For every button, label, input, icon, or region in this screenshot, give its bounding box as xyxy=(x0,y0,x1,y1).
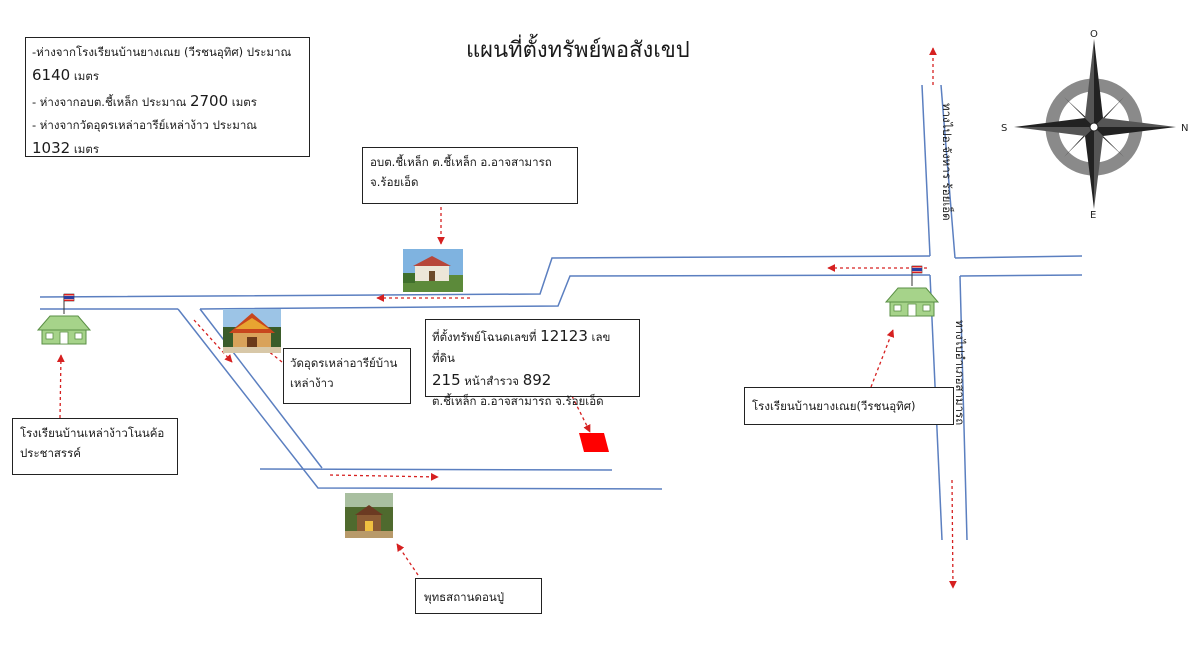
compass-label-s: S xyxy=(1001,123,1007,134)
diagonal-road-left xyxy=(177,308,663,490)
pointer-property xyxy=(571,395,591,433)
south-road-right xyxy=(959,275,968,541)
obt-label-line2: จ.ร้อยเอ็ด xyxy=(370,175,419,190)
pointer-school-left xyxy=(56,354,65,419)
distance-school-value: 6140 เมตร xyxy=(32,66,99,85)
school-left-icon xyxy=(36,293,92,345)
distance-obt-line: - ห่างจากอบต.ชี้เหล็ก ประมาณ 2700 เมตร xyxy=(32,92,257,111)
school-right-icon xyxy=(884,265,940,317)
east-road-upper xyxy=(954,255,1083,259)
roads xyxy=(39,84,1083,541)
obt-building-image xyxy=(403,249,463,292)
school-left-label-box: โรงเรียนบ้านเหล่าง้าวโนนค้อประชาสรรค์ xyxy=(12,418,178,475)
buddha-place-image xyxy=(345,493,393,538)
compass-label-n: N xyxy=(1181,123,1188,134)
school-right-label: โรงเรียนบ้านยางเณย(วีรชนอุทิศ) xyxy=(752,399,916,413)
north-road-left xyxy=(921,84,931,257)
property-marker xyxy=(579,433,609,452)
direction-arrows xyxy=(56,47,957,589)
compass-label-e: E xyxy=(1090,210,1096,221)
road-label-north: ทางไปอ.จังหาร ร้อยเอ็ด xyxy=(940,103,954,221)
property-line3: ต.ชี้เหล็ก อ.อาจสามารถ จ.ร้อยเอ็ด xyxy=(432,394,604,409)
distance-info-box: -ห่างจากโรงเรียนบ้านยางเณย (วีรชนอุทิศ) … xyxy=(25,37,310,157)
distance-temple-line: - ห่างจากวัดอุดรเหล่าอารีย์เหล่าง้าว ประ… xyxy=(32,117,257,132)
pointer-school-right xyxy=(870,329,895,388)
east-road-lower xyxy=(959,274,1083,277)
school-left-label: โรงเรียนบ้านเหล่าง้าวโนนค้อประชาสรรค์ xyxy=(20,426,165,461)
property-line2: 215 หน้าสำรวจ 892 xyxy=(432,370,552,389)
compass-label-o: O xyxy=(1090,29,1098,40)
temple-label: วัดอุดรเหล่าอารีย์บ้านเหล่าง้าว xyxy=(290,356,398,391)
compass-rose xyxy=(1014,39,1176,209)
property-label-box: ที่ตั้งทรัพย์โฉนดเลขที่ 12123 เลขที่ดิน … xyxy=(425,319,640,408)
buddha-label-box: พุทธสถานดอนปู่ xyxy=(415,578,542,614)
property-line1: ที่ตั้งทรัพย์โฉนดเลขที่ 12123 เลขที่ดิน xyxy=(432,327,611,365)
arrow-south-road xyxy=(949,479,957,589)
obt-label-line1: อบต.ชี้เหล็ก ต.ชี้เหล็ก อ.อาจสามารถ xyxy=(370,155,552,169)
school-right-label-box: โรงเรียนบ้านยางเณย(วีรชนอุทิศ) xyxy=(744,387,954,425)
main-road-upper xyxy=(39,255,931,298)
main-road-lower-mid xyxy=(199,274,931,310)
distance-school-line: -ห่างจากโรงเรียนบ้านยางเณย (วีรชนอุทิศ) … xyxy=(32,45,292,59)
temple-image xyxy=(223,309,281,353)
buddha-label: พุทธสถานดอนปู่ xyxy=(424,590,505,604)
map-title: แผนที่ตั้งทรัพย์พอสังเขป xyxy=(466,38,690,63)
arrow-lower-road xyxy=(329,472,439,481)
distance-temple-value: 1032 เมตร xyxy=(32,138,99,157)
obt-label-box: อบต.ชี้เหล็ก ต.ชี้เหล็ก อ.อาจสามารถ จ.ร้… xyxy=(362,147,578,204)
temple-label-box: วัดอุดรเหล่าอารีย์บ้านเหล่าง้าว xyxy=(283,348,411,404)
diagonal-road-right xyxy=(199,308,323,469)
north-road-right xyxy=(940,84,956,259)
pointer-buddha xyxy=(396,543,419,576)
lower-road-upper xyxy=(259,468,613,471)
